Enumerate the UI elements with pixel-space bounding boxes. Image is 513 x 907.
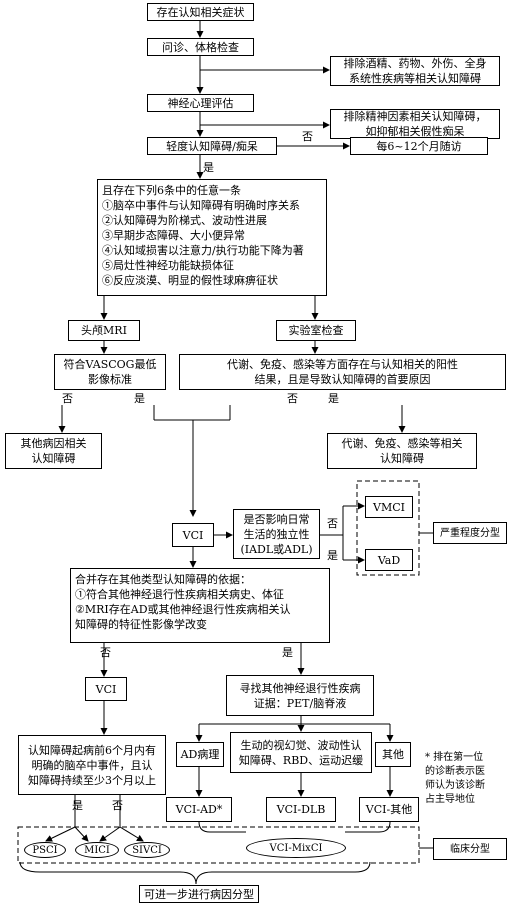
onset-line: 明确的脑卒中事件，且认 [31, 758, 153, 772]
vad-box: VaD [365, 549, 413, 571]
combine-item: 知障碍的特征性影像学改变 [75, 618, 207, 631]
metabolic-ci-line: 代谢、免疫、感染等相关 [341, 437, 463, 450]
ad-path-box: AD病理 [176, 742, 224, 767]
no-label: 否 [112, 799, 123, 812]
dlb-sym-line: 知障碍、RBD、运动迟缓 [238, 753, 364, 767]
yes-label: 是 [203, 161, 214, 174]
vascog-line: 影像标准 [88, 373, 132, 386]
vmci-box: VMCI [365, 496, 413, 518]
onset-box: 认知障碍起病前6个月内有 明确的脑卒中事件，且认 知障碍持续至少3个月以上 [18, 735, 166, 795]
search-line: 寻找其他神经退行性疾病 [239, 681, 361, 695]
vci-box-2: VCI [85, 677, 127, 701]
combine-title: 合并存在其他类型认知障碍的依据： [75, 573, 251, 586]
exclude1-line: 排除酒精、药物、外伤、全身 [343, 57, 487, 70]
no-label: 否 [62, 392, 73, 405]
criteria-item: ⑤局灶性神经功能缺损体征 [102, 259, 234, 272]
note-box: * 排在第一位 的诊断表示医 师认为该诊断 占主导地位 [425, 748, 509, 810]
combine-box: 合并存在其他类型认知障碍的依据： ①符合其他神经退行性疾病相关病史、体征 ②MR… [70, 568, 330, 643]
clinical-label-box: 临床分型 [433, 838, 507, 860]
mri-box: 头颅MRI [68, 320, 140, 341]
yes-label: 是 [327, 549, 338, 562]
onset-line: 知障碍持续至少3个月以上 [28, 773, 156, 787]
severity-group [356, 480, 420, 576]
other-cause-box: 其他病因相关 认知障碍 [5, 433, 102, 469]
no-label: 否 [327, 517, 338, 530]
search-line: 证据：PET/脑脊液 [253, 696, 347, 710]
etiology-box: 可进一步进行病因分型 [139, 885, 259, 903]
other-cause-line: 认知障碍 [31, 452, 76, 465]
note-line: 占主导地位 [425, 794, 475, 805]
yes-label: 是 [134, 392, 145, 405]
criteria-item: ③早期步态障碍、大小便异常 [102, 229, 245, 242]
vascog-box: 符合VASCOG最低 影像标准 [54, 354, 166, 390]
daily-line: (IADL或ADL) [240, 542, 313, 556]
search-box: 寻找其他神经退行性疾病 证据：PET/脑脊液 [226, 675, 374, 716]
daily-line: 是否影响日常 [243, 512, 310, 526]
start-box: 存在认知相关症状 [147, 3, 254, 21]
criteria-box: 且存在下列6条中的任意一条 ①脑卒中事件与认知障碍有明确时序关系 ②认知障碍为阶… [97, 179, 327, 296]
criteria-item: ②认知障碍为阶梯式、波动性进展 [102, 214, 267, 227]
exclude2-line: 如抑郁相关假性痴呆 [365, 125, 465, 138]
no-label: 否 [287, 392, 298, 405]
no-label: 否 [302, 130, 313, 143]
criteria-item: ⑥反应淡漠、明显的假性球麻痹征状 [102, 274, 278, 287]
metabolic-line: 代谢、免疫、感染等方面存在与认知相关的阳性 [227, 358, 458, 371]
exclude2-line: 排除精神因素相关认知障碍， [343, 110, 487, 123]
metabolic-ci-box: 代谢、免疫、感染等相关 认知障碍 [327, 433, 477, 469]
yes-label: 是 [282, 646, 293, 659]
yes-label: 是 [72, 799, 83, 812]
criteria-item: ④认知域损害以注意力/执行功能下降为著 [102, 244, 304, 257]
no-label: 否 [100, 646, 111, 659]
yes-label: 是 [328, 392, 339, 405]
metabolic-ci-line: 认知障碍 [380, 452, 424, 465]
vci-other-box: VCI-其他 [359, 797, 419, 822]
combine-item: ①符合其他神经退行性疾病相关病史、体征 [75, 588, 284, 601]
onset-line: 认知障碍起病前6个月内有 [28, 743, 156, 757]
note-line: 师认为该诊断 [425, 780, 485, 791]
followup-box: 每6~12个月随访 [350, 137, 488, 155]
exclude1-box: 排除酒精、药物、外伤、全身 系统性疾病等相关认知障碍 [330, 56, 500, 86]
psci-oval: PSCI [24, 842, 66, 858]
vascog-line: 符合VASCOG最低 [63, 358, 157, 371]
criteria-title: 且存在下列6条中的任意一条 [102, 184, 241, 197]
dlb-sym-box: 生动的视幻觉、波动性认 知障碍、RBD、运动迟缓 [230, 732, 372, 773]
exclude2-box: 排除精神因素相关认知障碍， 如抑郁相关假性痴呆 [330, 109, 500, 139]
vci-dlb-box: VCI-DLB [266, 797, 336, 822]
dlb-sym-line: 生动的视幻觉、波动性认 [240, 738, 362, 752]
note-line: * 排在第一位 [425, 752, 484, 763]
other-cause-line: 其他病因相关 [20, 437, 87, 450]
exam-box: 问诊、体格检查 [147, 38, 254, 56]
exclude1-line: 系统性疾病等相关认知障碍 [349, 72, 481, 85]
criteria-item: ①脑卒中事件与认知障碍有明确时序关系 [102, 199, 300, 212]
sivci-oval: SIVCI [124, 842, 170, 858]
daily-line: 生活的独立性 [243, 527, 310, 541]
clinical-group [17, 826, 420, 864]
mici-oval: MICI [75, 842, 119, 858]
mixci-oval: VCI-MixCI [246, 838, 346, 858]
metabolic-line: 结果，且是导致认知障碍的首要原因 [254, 373, 431, 386]
mild-box: 轻度认知障碍/痴呆 [147, 137, 277, 155]
note-line: 的诊断表示医 [425, 766, 485, 777]
metabolic-box: 代谢、免疫、感染等方面存在与认知相关的阳性 结果，且是导致认知障碍的首要原因 [179, 354, 506, 390]
other-box: 其他 [375, 742, 411, 767]
vci-box: VCI [172, 523, 214, 547]
neuro-box: 神经心理评估 [147, 94, 254, 112]
combine-item: ②MRI存在AD或其他神经退行性疾病相关认 [75, 603, 291, 616]
lab-box: 实验室检查 [276, 320, 356, 341]
vci-ad-box: VCI-AD* [166, 797, 232, 822]
severity-label-box: 严重程度分型 [433, 522, 507, 544]
daily-box: 是否影响日常 生活的独立性 (IADL或ADL) [233, 509, 320, 559]
